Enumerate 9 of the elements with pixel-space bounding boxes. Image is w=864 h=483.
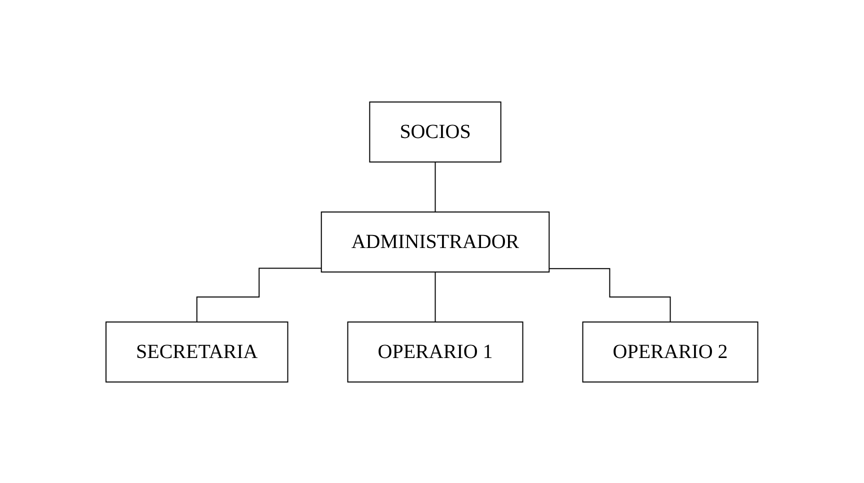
node-box: OPERARIO 2 xyxy=(582,321,758,382)
connector xyxy=(434,161,436,212)
node-box: SOCIOS xyxy=(369,101,502,162)
connector xyxy=(434,271,436,322)
connector xyxy=(196,267,322,322)
connector xyxy=(548,268,671,322)
node-box: ADMINISTRADOR xyxy=(320,211,550,272)
node-box: OPERARIO 1 xyxy=(347,321,524,382)
node-box: SECRETARIA xyxy=(106,321,288,382)
